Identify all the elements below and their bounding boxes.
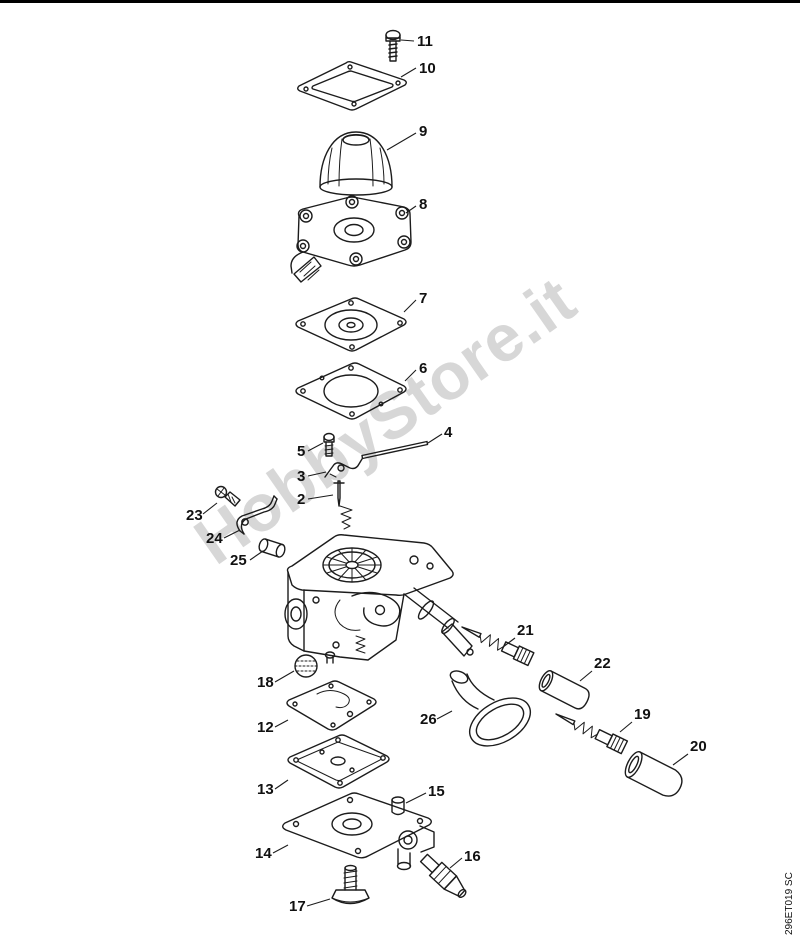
callout-6: 6 xyxy=(419,360,427,377)
part-pump-gasket xyxy=(286,680,377,731)
callout-26: 26 xyxy=(420,711,437,728)
callout-18: 18 xyxy=(257,674,274,691)
part-choke-lever xyxy=(236,495,278,535)
part-limiter-cap-h xyxy=(538,670,590,710)
callout-4: 4 xyxy=(444,424,453,441)
callout-5: 5 xyxy=(297,443,305,460)
callout-3: 3 xyxy=(297,468,305,485)
callout-8: 8 xyxy=(419,196,427,213)
page-border-top xyxy=(0,0,800,3)
callout-22: 22 xyxy=(594,655,611,672)
part-limiter-cap-l xyxy=(624,751,683,797)
part-needle-spring xyxy=(339,505,353,530)
callout-17: 17 xyxy=(289,898,306,915)
leader-lines xyxy=(202,39,689,907)
callout-2: 2 xyxy=(297,491,305,508)
callout-7: 7 xyxy=(419,290,427,307)
callout-21: 21 xyxy=(517,622,534,639)
callout-25: 25 xyxy=(230,552,247,569)
callout-11: 11 xyxy=(417,33,433,50)
part-cover-plate xyxy=(297,60,407,111)
callout-9: 9 xyxy=(419,123,427,140)
callout-16: 16 xyxy=(464,848,481,865)
part-inlet-screen xyxy=(294,654,318,678)
part-adjust-screw-l xyxy=(555,713,629,755)
callout-12: 12 xyxy=(257,719,274,736)
part-cover-screw xyxy=(331,864,370,905)
part-nozzle-valve xyxy=(419,853,467,899)
callout-15: 15 xyxy=(428,783,445,800)
part-screw-top xyxy=(385,29,401,62)
callout-19: 19 xyxy=(634,706,651,723)
callout-23: 23 xyxy=(186,507,203,524)
part-diaphragm xyxy=(295,297,407,352)
callout-13: 13 xyxy=(257,781,274,798)
part-screw-small xyxy=(323,432,335,457)
part-pump-body xyxy=(290,195,412,283)
callout-10: 10 xyxy=(419,60,436,77)
part-pump-diaphragm xyxy=(287,734,390,789)
part-sleeve xyxy=(258,538,286,558)
part-adjust-screw-h xyxy=(461,626,535,667)
diagram-code: 296ET019 SC xyxy=(784,872,795,935)
part-plug xyxy=(391,796,405,816)
callout-14: 14 xyxy=(255,845,272,862)
part-carburetor-body xyxy=(284,534,474,664)
part-pin xyxy=(361,440,429,460)
part-primer-dome xyxy=(319,131,393,196)
part-intake-elbow xyxy=(449,670,531,747)
part-lever-screw xyxy=(214,485,241,507)
part-gasket-metering xyxy=(295,362,407,420)
part-metering-lever xyxy=(324,458,363,478)
callout-labels: 11 10 9 8 7 6 5 4 3 2 23 24 25 18 12 26 … xyxy=(186,33,707,915)
part-inlet-needle xyxy=(333,480,345,507)
callout-24: 24 xyxy=(206,530,223,547)
callout-20: 20 xyxy=(690,738,707,755)
part-pump-cover xyxy=(282,792,435,871)
